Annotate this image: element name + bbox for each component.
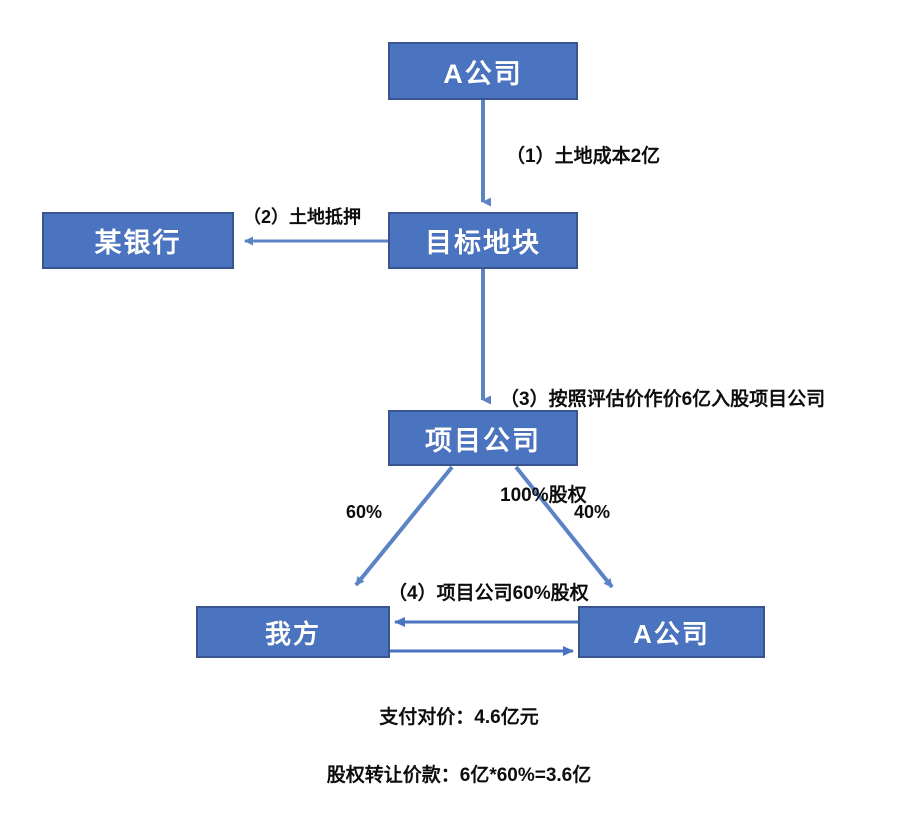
label-step-3: （3）按照评估价作价6亿入股项目公司 100%股权 xyxy=(500,320,825,576)
footer-notes: 支付对价：4.6亿元 股权转让价款：6亿*60%=3.6亿 溢价：1亿 xyxy=(0,674,918,816)
node-company-a-top[interactable]: A公司 xyxy=(388,42,578,100)
node-target-land[interactable]: 目标地块 xyxy=(388,212,578,269)
label-step-3-line-1: （3）按照评估价作价6亿入股项目公司 xyxy=(500,389,826,410)
label-share-40: 40% xyxy=(574,502,611,522)
footer-line-2: 股权转让价款：6亿*60%=3.6亿 xyxy=(326,765,592,786)
label-step-2: （2）土地抵押 xyxy=(243,207,362,227)
footer-line-1: 支付对价：4.6亿元 xyxy=(379,707,539,728)
node-our-side[interactable]: 我方 xyxy=(196,606,390,658)
node-company-a-bottom[interactable]: A公司 xyxy=(578,606,765,658)
label-step-4: （4）项目公司60%股权 xyxy=(388,583,589,604)
label-step-3-line-2: 100%股权 xyxy=(500,485,587,506)
label-step-1: （1）土地成本2亿 xyxy=(506,146,661,167)
label-share-60: 60% xyxy=(346,502,383,522)
arrow-project-to-company-a xyxy=(514,465,614,589)
node-project-company[interactable]: 项目公司 xyxy=(388,410,578,466)
node-bank[interactable]: 某银行 xyxy=(42,212,234,269)
arrow-project-to-we xyxy=(354,465,454,587)
